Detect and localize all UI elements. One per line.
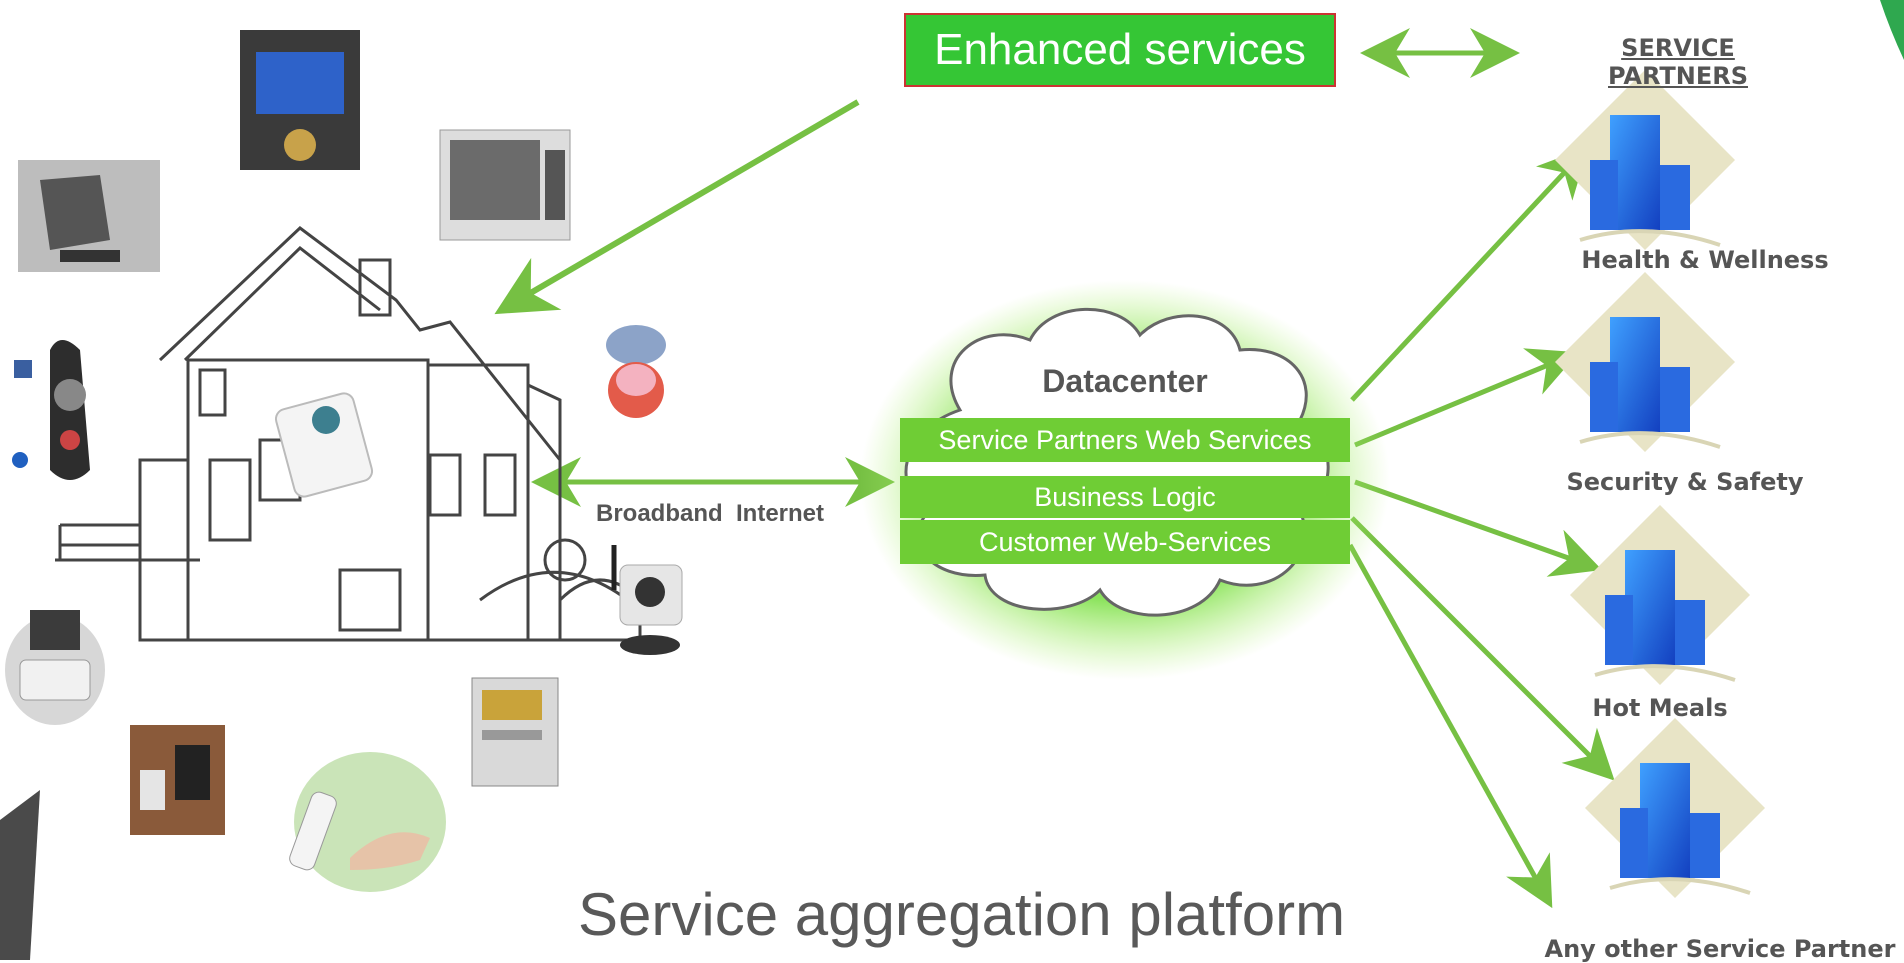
door-sensor-icon bbox=[130, 725, 225, 835]
building-icon bbox=[1555, 272, 1735, 452]
smoke-detector-icon bbox=[606, 325, 666, 418]
dc-to-meals-arrow bbox=[1354, 479, 1603, 577]
partner-label-other: Any other Service Partner bbox=[1544, 935, 1896, 963]
dc-to-security-arrow bbox=[1354, 348, 1579, 448]
tv-icon bbox=[439, 129, 571, 241]
wall-panel-icon bbox=[240, 30, 360, 170]
datacenter-layer-customer-services: Customer Web-Services bbox=[900, 520, 1350, 564]
corner-decor-topright bbox=[1880, 0, 1904, 60]
building-icon bbox=[1570, 505, 1750, 685]
house-drawing bbox=[55, 226, 660, 642]
broadband-label: Broadband Internet bbox=[596, 500, 825, 527]
blood-pressure-monitor-icon bbox=[5, 610, 105, 725]
platform-title: Service aggregation platform bbox=[578, 881, 1346, 948]
enhanced-services-box: Enhanced services bbox=[904, 13, 1336, 87]
datacenter-layer-partner-services: Service Partners Web Services bbox=[900, 418, 1350, 462]
datacenter-title: Datacenter bbox=[1042, 363, 1208, 399]
datacenter-layer-business-logic: Business Logic bbox=[900, 476, 1350, 518]
gateway-device-icon bbox=[274, 392, 374, 498]
remote-pendant-icon bbox=[12, 340, 90, 480]
building-icon bbox=[1585, 718, 1765, 898]
building-icon bbox=[1555, 70, 1735, 250]
partner-label-hot-meals: Hot Meals bbox=[1592, 694, 1728, 722]
touchscreen-icon bbox=[18, 160, 160, 272]
ip-camera-icon bbox=[611, 545, 683, 655]
partner-label-health: Health & Wellness bbox=[1581, 246, 1829, 274]
dc-to-other-arrow bbox=[1347, 543, 1553, 909]
corner-decor-bottomleft bbox=[0, 790, 40, 960]
partner-label-security: Security & Safety bbox=[1566, 468, 1804, 496]
dc-to-health-arrow bbox=[1350, 147, 1589, 402]
energy-meter-icon bbox=[471, 677, 559, 787]
pulse-oximeter-icon bbox=[289, 752, 446, 892]
service-partners-title: SERVICE PARTNERS bbox=[1608, 34, 1748, 90]
enhanced-to-home-arrow bbox=[494, 99, 860, 315]
dc-to-hotmeals2-arrow bbox=[1350, 516, 1615, 781]
